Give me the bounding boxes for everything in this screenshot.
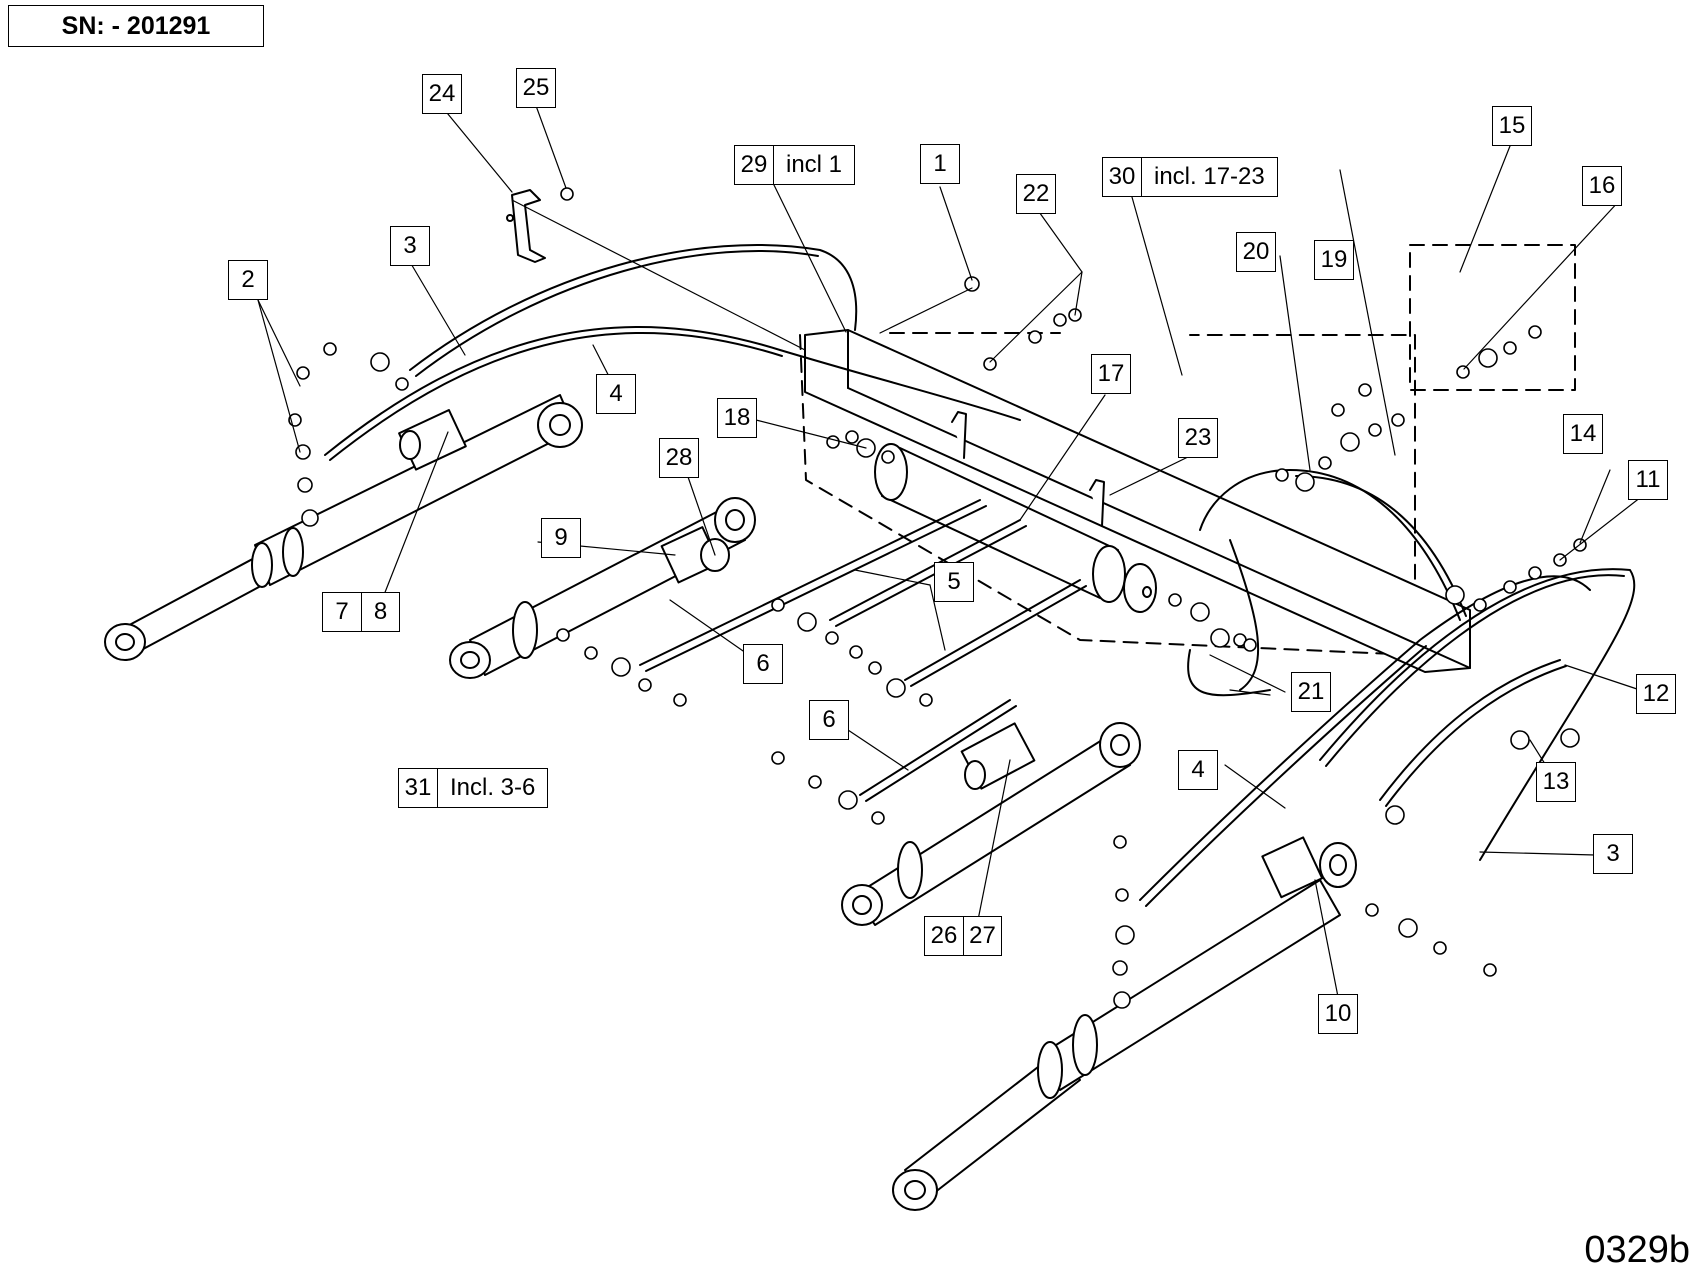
callout-part-25[interactable]: 25 [516,68,556,108]
callout-part-28[interactable]: 28 [659,438,699,478]
callout-part-22[interactable]: 22 [1016,174,1056,214]
mid-left-cylinder [449,497,756,679]
callout-part-23[interactable]: 23 [1178,418,1218,458]
right-lift-cylinder [892,836,1357,1211]
part-number: 22 [1022,180,1050,207]
part-number: 11 [1635,466,1661,493]
part-number: 7 [335,598,349,625]
part-number: 6 [756,650,770,677]
callout-part-12[interactable]: 12 [1636,674,1676,714]
callout-part-6[interactable]: 6 [809,700,849,740]
callout-part-13[interactable]: 13 [1536,762,1576,802]
callout-part-3[interactable]: 3 [390,226,430,266]
part-note: incl 1 [773,146,854,184]
long-hoses [324,244,1636,907]
callout-part-4[interactable]: 4 [1178,750,1218,790]
callout-part-18[interactable]: 18 [717,398,757,438]
short-hoses [639,499,1271,802]
part-number: 10 [1324,1000,1352,1027]
part-number: 19 [1320,246,1348,273]
callout-part-20[interactable]: 20 [1236,232,1276,272]
bracket-24 [506,189,546,263]
part-number: 21 [1297,678,1325,705]
part-number: 24 [428,80,456,107]
serial-number-box: SN: - 201291 [8,5,264,47]
part-number: 29 [740,151,768,178]
callout-part-16[interactable]: 16 [1582,166,1622,206]
part-number: 3 [403,232,417,259]
part-number: 3 [1606,840,1620,867]
callout-part-21[interactable]: 21 [1291,672,1331,712]
part-number: 26 [930,922,958,949]
callout-part-11[interactable]: 11 [1628,460,1668,500]
small-fittings [288,187,1587,1009]
part-number: 28 [665,444,693,471]
part-number: 6 [822,706,836,733]
part-number: 4 [609,380,623,407]
part-number: 5 [947,568,961,595]
callout-part-15[interactable]: 15 [1492,106,1532,146]
callout-part-3[interactable]: 3 [1593,834,1633,874]
left-lift-cylinder [104,394,583,661]
part-number: 12 [1642,680,1670,707]
callout-part-14[interactable]: 14 [1563,414,1603,454]
callout-part-10[interactable]: 10 [1318,994,1358,1034]
part-number: 1 [933,150,947,177]
callout-part-2[interactable]: 2 [228,260,268,300]
part-number: 27 [963,917,1001,955]
part-number: 17 [1097,360,1125,387]
part-number: 31 [404,774,432,801]
center-cylinder [874,411,1157,613]
callout-part-9[interactable]: 9 [541,518,581,558]
callout-part-4[interactable]: 4 [596,374,636,414]
part-number: 13 [1542,768,1570,795]
part-number: 25 [522,74,550,101]
callout-part-1[interactable]: 1 [920,144,960,184]
part-number: 23 [1184,424,1212,451]
frame-beam [804,329,1471,673]
drawing-number: 0329b [1584,1229,1690,1271]
part-number: 8 [361,593,399,631]
part-number: 15 [1498,112,1526,139]
callout-part-19[interactable]: 19 [1314,240,1354,280]
part-number: 9 [554,524,568,551]
part-note: incl. 17-23 [1141,158,1277,196]
part-number: 4 [1191,756,1205,783]
part-number: 14 [1569,420,1597,447]
callout-part-5[interactable]: 5 [934,562,974,602]
center-lift-cylinder [841,722,1141,926]
part-number: 16 [1588,172,1616,199]
part-note: Incl. 3-6 [437,769,547,807]
serial-number-text: SN: - 201291 [61,11,211,40]
part-number: 30 [1108,163,1136,190]
callout-part-24[interactable]: 24 [422,74,462,114]
boundary-15-16 [1409,244,1576,391]
callout-part-6[interactable]: 6 [743,644,783,684]
part-number: 18 [723,404,751,431]
part-number: 20 [1242,238,1270,265]
part-number: 2 [241,266,255,293]
callout-part-17[interactable]: 17 [1091,354,1131,394]
